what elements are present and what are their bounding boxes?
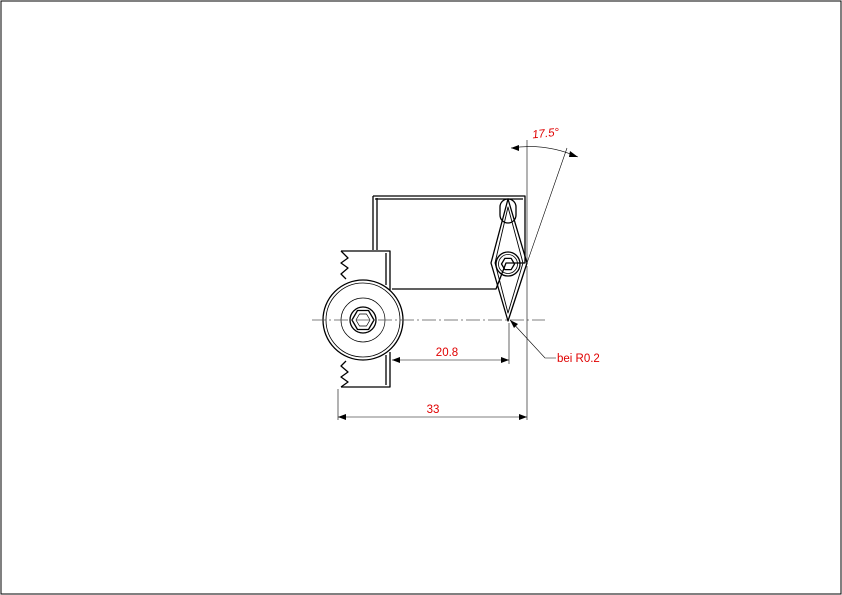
holder-body [373, 195, 526, 290]
arrow-33-right [519, 414, 527, 420]
shank-lower [341, 352, 391, 388]
clamp-screw-socket [349, 306, 377, 334]
cutting-insert-inner [494, 206, 524, 314]
insert-screw-hex-icon [500, 257, 516, 271]
arrow-20-8-right [501, 357, 509, 363]
arrow-20-8-left [392, 357, 400, 363]
tool-holder-drawing [322, 195, 528, 388]
angle-label: 17.5° [532, 127, 560, 142]
arrow-angle-left [511, 145, 519, 151]
arrow-33-left [338, 414, 346, 420]
break-line-lower [340, 360, 349, 388]
dimension-annotations [337, 140, 579, 420]
dim-33-label: 33 [427, 404, 440, 416]
cutting-insert [490, 198, 528, 322]
dimension-labels: 17.5° 20.8 33 bei R0.2 [427, 127, 600, 416]
radius-leader [509, 319, 556, 359]
break-line-upper [340, 250, 349, 280]
dimension-arrows [338, 145, 578, 420]
angle-dimension-arc [510, 146, 579, 158]
shank-upper [341, 250, 391, 290]
angle-extension-slanted [526, 147, 568, 264]
insert-screw [495, 251, 521, 277]
arrow-angle-right [569, 151, 578, 157]
radius-label: bei R0.2 [557, 353, 600, 365]
insert-clamp-slot [499, 198, 517, 224]
insert-screw-ring [498, 254, 518, 274]
arrow-radius-leader [510, 320, 518, 328]
dim-20-8-label: 20.8 [436, 347, 458, 359]
